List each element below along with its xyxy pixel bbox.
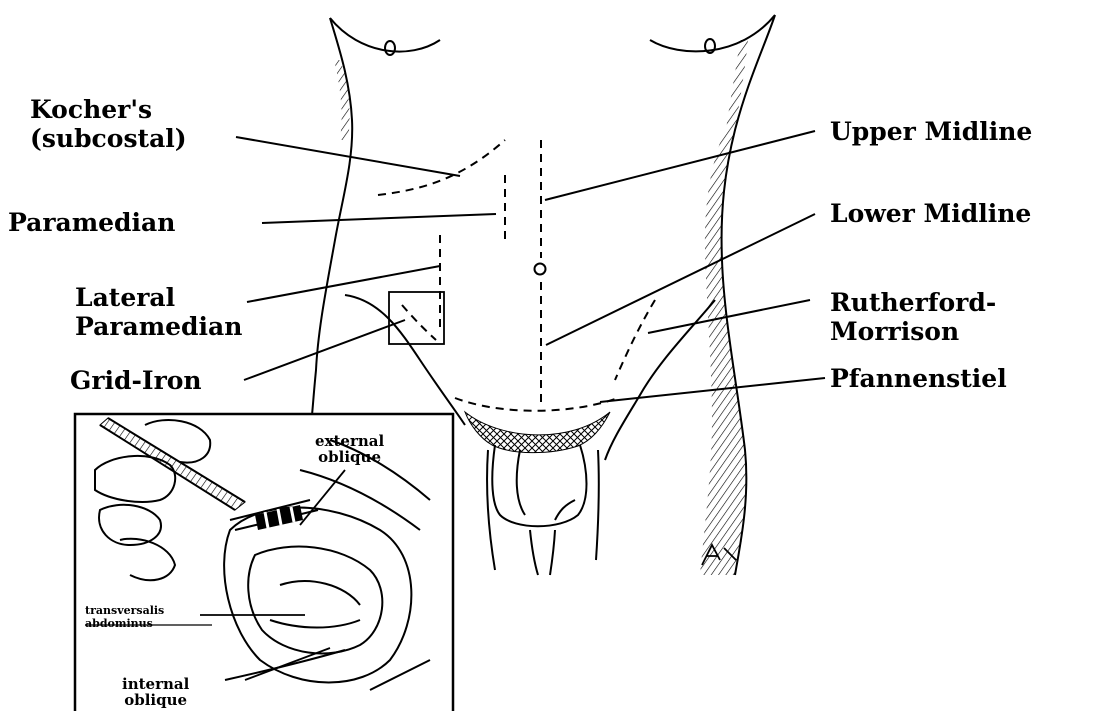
label-external-line2: oblique <box>315 449 384 465</box>
label-external-line1: external <box>315 433 384 449</box>
label-transversalis-line2: abdominus <box>85 617 164 630</box>
label-transversalis-abdominus: transversalis abdominus <box>85 604 164 630</box>
label-kocher-line1: Kocher's <box>30 95 187 124</box>
leader-lateral <box>247 266 440 302</box>
label-pfannenstiel-text: Pfannenstiel <box>830 364 1007 393</box>
grid-iron-incision <box>402 305 436 340</box>
leader-grid-iron <box>244 320 405 380</box>
leader-lines <box>236 131 825 402</box>
pfannenstiel-incision <box>455 398 618 411</box>
pubic-hatching <box>465 412 610 453</box>
label-paramedian: Paramedian <box>8 208 175 237</box>
label-internal-line2: oblique <box>122 692 189 708</box>
label-transversalis-line1: transversalis <box>85 604 164 617</box>
label-internal-line1: internal <box>122 676 189 692</box>
label-kocher-line2: (subcostal) <box>30 124 187 153</box>
label-rutherford-line2: Morrison <box>830 317 996 346</box>
label-grid-iron-text: Grid-Iron <box>70 366 202 395</box>
label-pfannenstiel: Pfannenstiel <box>830 364 1007 393</box>
label-kocher: Kocher's (subcostal) <box>30 95 187 153</box>
leader-lower-midline <box>546 214 815 345</box>
label-internal-oblique: internal oblique <box>122 676 189 708</box>
grid-iron-box <box>389 292 444 344</box>
label-grid-iron: Grid-Iron <box>70 366 202 395</box>
label-rutherford-line1: Rutherford- <box>830 288 996 317</box>
label-lower-midline-text: Lower Midline <box>830 199 1031 228</box>
kocher-incision <box>378 140 505 195</box>
label-upper-midline: Upper Midline <box>830 117 1032 146</box>
label-lower-midline: Lower Midline <box>830 199 1031 228</box>
inset-panel <box>75 414 453 711</box>
incision-lines <box>378 140 655 411</box>
right-flank-shading <box>700 130 747 575</box>
label-rutherford-morrison: Rutherford- Morrison <box>830 288 996 346</box>
label-lateral-line2: Paramedian <box>75 312 242 341</box>
label-lateral-line1: Lateral <box>75 283 242 312</box>
leader-upper-midline <box>545 131 815 200</box>
left-flank-shading <box>334 60 350 140</box>
label-lateral-paramedian: Lateral Paramedian <box>75 283 242 341</box>
label-external-oblique: external oblique <box>315 433 384 465</box>
leader-rutherford <box>648 300 810 333</box>
right-chest-shading <box>726 40 748 130</box>
leader-paramedian <box>262 214 496 223</box>
rutherford-morrison-incision <box>615 300 655 380</box>
label-upper-midline-text: Upper Midline <box>830 117 1032 146</box>
label-paramedian-text: Paramedian <box>8 208 175 237</box>
